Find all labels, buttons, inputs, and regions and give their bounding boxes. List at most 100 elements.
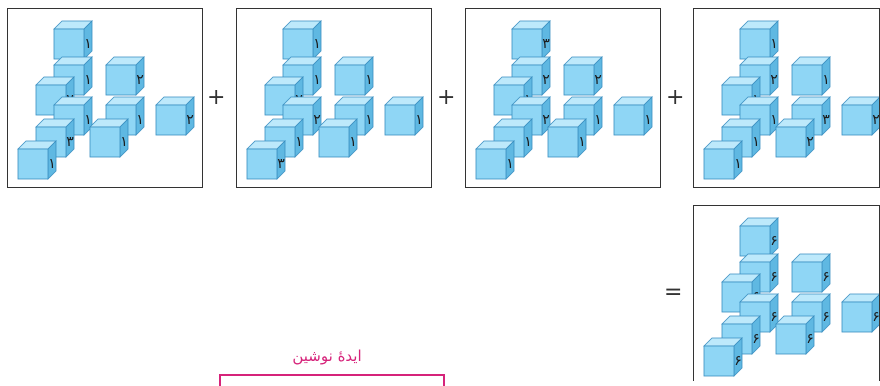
cube-label: ١ (84, 36, 92, 52)
cube: ۲ (775, 118, 815, 158)
cube-label: ١ (120, 134, 128, 150)
cube-front-face (246, 148, 278, 180)
cube-label: ۲ (872, 112, 880, 128)
cube: ۶ (739, 217, 779, 257)
cube-label: ١ (752, 134, 760, 150)
cube-front-face (334, 64, 366, 96)
cube: ١ (17, 140, 57, 180)
cube-label: ۶ (734, 353, 742, 369)
cube-label: ١ (770, 112, 778, 128)
cube: ۳ (246, 140, 286, 180)
cube-label: ۳ (66, 134, 74, 150)
cube: ١ (547, 118, 587, 158)
cube-front-face (739, 225, 771, 257)
cube: ١ (791, 56, 831, 96)
cube-label: ۲ (313, 112, 321, 128)
panel-3: ۳۲۲١۲١١١١١ (465, 8, 661, 188)
cube: ۶ (775, 315, 815, 355)
cube-front-face (841, 301, 873, 333)
cube-label: ۶ (770, 309, 778, 325)
cube-front-face (155, 104, 187, 136)
cube-front-face (547, 126, 579, 158)
cube-arrangement-result: ۶۶۶۶۶۶۶۶۶۶ (703, 217, 880, 377)
cube-label: ۶ (806, 331, 814, 347)
cube-arrangement-2: ١١١۲۲١١١١۳ (246, 20, 424, 180)
cube-front-face (775, 126, 807, 158)
cube-front-face (105, 64, 137, 96)
cube-front-face (791, 261, 823, 293)
cube-front-face (703, 148, 735, 180)
cube-label: ۳ (822, 112, 830, 128)
cube-label: ۲ (136, 72, 144, 88)
cube-label: ١ (415, 112, 423, 128)
cube: ١ (613, 96, 653, 136)
cube: ۲ (563, 56, 603, 96)
cube-label: ۲ (542, 112, 550, 128)
cube-label: ١ (594, 112, 602, 128)
plus-sign-3: + (666, 85, 685, 110)
cube-label: ۲ (186, 112, 194, 128)
cube-arrangement-1: ١١۲۲١١۳١۲١ (17, 20, 195, 180)
cube-front-face (53, 28, 85, 60)
cube: ۶ (791, 253, 831, 293)
cube-label: ۲ (806, 134, 814, 150)
panel-2: ١١١۲۲١١١١۳ (236, 8, 432, 188)
cube-label: ۳ (542, 36, 550, 52)
panel-result: ۶۶۶۶۶۶۶۶۶۶ (693, 205, 880, 381)
cube-label: ١ (313, 36, 321, 52)
caption-box (219, 374, 445, 386)
cube-label: ۶ (822, 269, 830, 285)
cube-label: ۶ (872, 309, 880, 325)
cube-label: ١ (313, 72, 321, 88)
cube: ۲ (155, 96, 195, 136)
cube-label: ۲ (770, 72, 778, 88)
cube-label: ۶ (822, 309, 830, 325)
cube-front-face (89, 126, 121, 158)
cube-front-face (318, 126, 350, 158)
panel-1: ١١۲۲١١۳١۲١ (7, 8, 203, 188)
cube-label: ١ (365, 112, 373, 128)
cube-front-face (17, 148, 49, 180)
cube-label: ١ (349, 134, 357, 150)
cube-label: ۶ (752, 331, 760, 347)
cube-front-face (511, 28, 543, 60)
panel-4: ١۲١١١۳١۲۲١ (693, 8, 880, 188)
cube-front-face (563, 64, 595, 96)
plus-sign-2: + (437, 85, 456, 110)
cube-label: ١ (822, 72, 830, 88)
caption-text: ایدهٔ نوشین (292, 347, 362, 365)
cube: ۶ (841, 293, 880, 333)
cube: ١ (475, 140, 515, 180)
cube: ١ (318, 118, 358, 158)
cube-front-face (739, 28, 771, 60)
cube-label: ۲ (542, 72, 550, 88)
cube: ١ (563, 96, 603, 136)
cube-label: ۶ (770, 269, 778, 285)
cube-label: ١ (578, 134, 586, 150)
cube: ١ (53, 20, 93, 60)
cube-front-face (384, 104, 416, 136)
cube-front-face (841, 104, 873, 136)
cube-label: ١ (136, 112, 144, 128)
cube: ۲ (264, 76, 304, 116)
cube: ۲ (105, 56, 145, 96)
cube-front-face (475, 148, 507, 180)
cube-front-face (775, 323, 807, 355)
cube-label: ۶ (770, 233, 778, 249)
cube-label: ١ (506, 156, 514, 172)
cube: ١ (334, 56, 374, 96)
cube-label: ١ (365, 72, 373, 88)
cube-arrangement-4: ١۲١١١۳١۲۲١ (703, 20, 880, 180)
cube-front-face (703, 345, 735, 377)
cube-label: ١ (734, 156, 742, 172)
cube-label: ١ (295, 134, 303, 150)
cube: ۳ (511, 20, 551, 60)
cube: ١ (384, 96, 424, 136)
cube-front-face (791, 64, 823, 96)
cube-label: ١ (48, 156, 56, 172)
plus-sign-1: + (207, 85, 226, 110)
cube-label: ١ (770, 36, 778, 52)
cube-arrangement-3: ۳۲۲١۲١١١١١ (475, 20, 653, 180)
cube: ١ (89, 118, 129, 158)
cube-label: ١ (524, 134, 532, 150)
